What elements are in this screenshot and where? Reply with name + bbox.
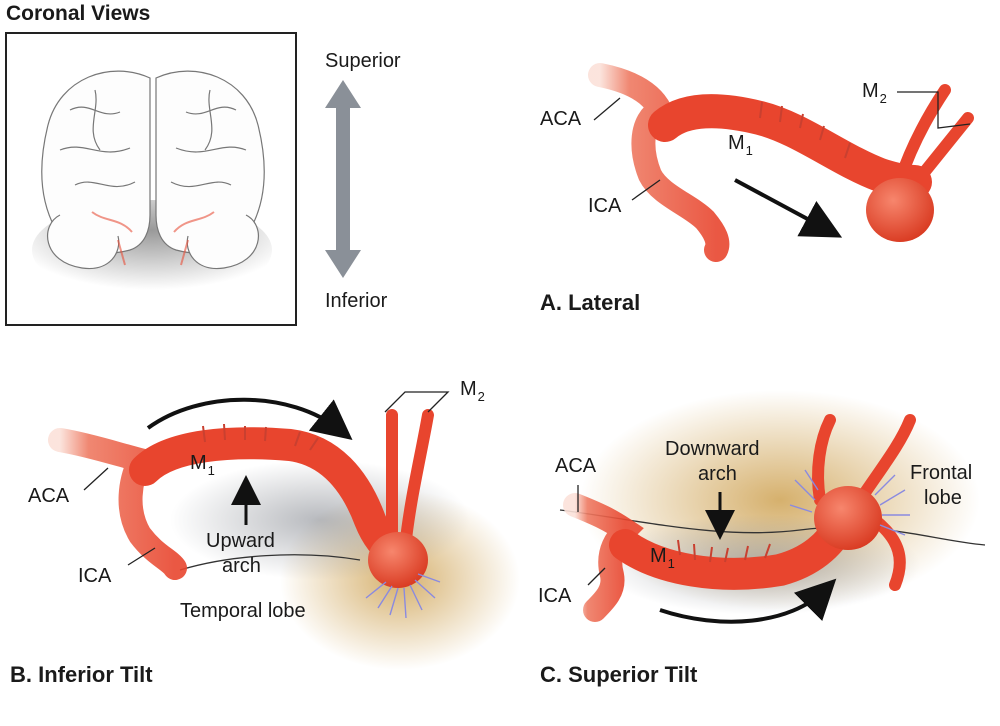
- panel-b-lobe-contour: [179, 554, 361, 571]
- brain-illustration: [41, 70, 265, 270]
- panel-b-perforators: [365, 573, 441, 619]
- panel-b-m1-label: M1: [190, 452, 215, 478]
- panel-b-aca-label: ACA: [28, 485, 70, 507]
- panel-b-aca-leader: [83, 467, 109, 491]
- coronal-views-title: Coronal Views: [6, 2, 151, 25]
- panel-a-vessel: [588, 63, 974, 262]
- panel-c-frontal-lobe-label-line1: Frontal: [910, 462, 973, 484]
- panel-b-arch-label-line1: Upward: [206, 530, 275, 552]
- panel-b-m2-label: M2: [460, 378, 485, 404]
- panel-a-m2-label: M2: [862, 80, 887, 106]
- panel-b-ica-label: ICA: [78, 565, 112, 587]
- panel-a-aca-label: ACA: [540, 108, 582, 130]
- panel-a-title: A. Lateral: [540, 290, 641, 315]
- superior-inferior-arrow: [325, 80, 361, 278]
- panel-c-curved-arrow: [659, 578, 837, 624]
- panel-b-curved-arrow: [146, 397, 353, 440]
- panel-c-title: C. Superior Tilt: [540, 662, 698, 687]
- panel-a-ica-leader: [631, 179, 661, 201]
- panel-c-m1-label: M1: [650, 545, 675, 571]
- panel-c-frontal-lobe-label-line2: lobe: [924, 487, 962, 509]
- panel-a-m2-bracket: [897, 91, 971, 129]
- panel-c-aca-label: ACA: [555, 455, 597, 477]
- panel-b-arch-label-line2: arch: [222, 555, 261, 577]
- panel-c-ica-label: ICA: [538, 585, 572, 607]
- panel-b-temporal-lobe-label: Temporal lobe: [180, 600, 306, 622]
- panel-c-arch-label-line2: arch: [698, 463, 737, 485]
- coronal-view-panel: [5, 32, 297, 326]
- superior-label: Superior: [325, 50, 401, 72]
- inferior-label: Inferior: [325, 290, 388, 312]
- panel-b-m2-bracket: [384, 391, 450, 413]
- panel-b-title: B. Inferior Tilt: [10, 662, 153, 687]
- panel-a-m1-label: M1: [728, 132, 753, 158]
- panel-b-vessel: [48, 409, 434, 588]
- panel-b-ica-leader: [127, 547, 156, 566]
- panel-a-flow-arrow: [734, 178, 843, 238]
- panel-c-ica-leader: [587, 567, 606, 586]
- panel-c-perforators: [789, 469, 910, 536]
- panel-c-arch-label-line1: Downward: [665, 438, 760, 460]
- panel-a-ica-label: ICA: [588, 195, 622, 217]
- panel-a-aca-leader: [593, 97, 621, 121]
